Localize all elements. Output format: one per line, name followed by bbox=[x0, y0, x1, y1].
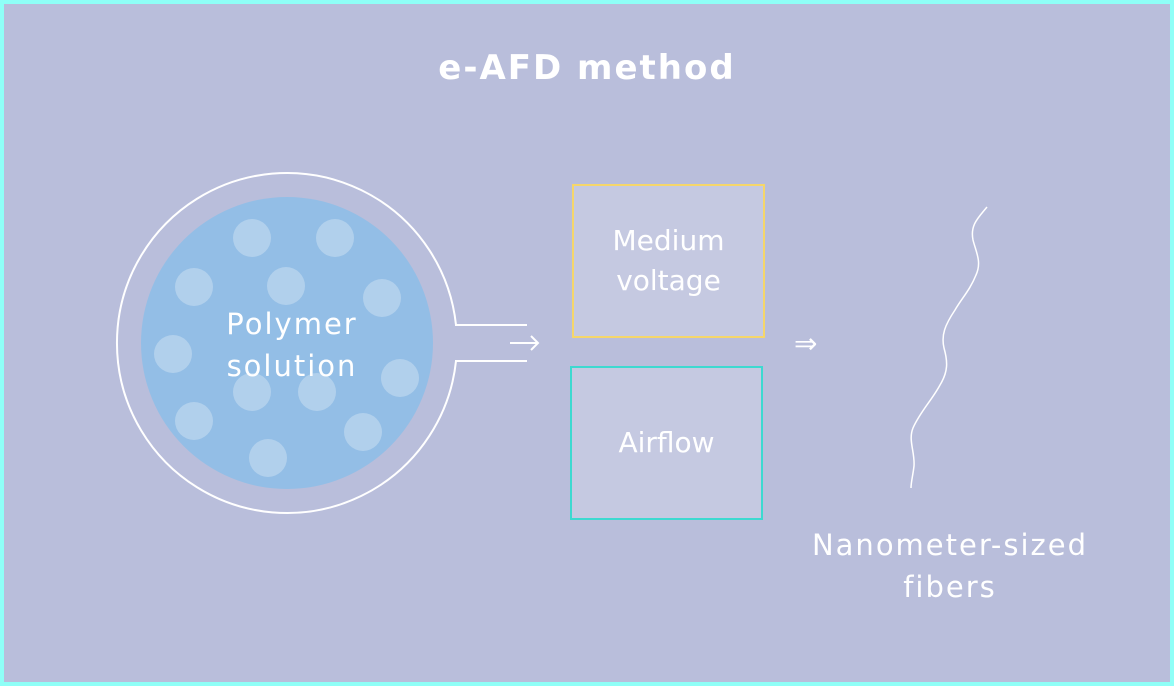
polymer-solution-label: Polymer solution bbox=[192, 303, 392, 387]
particle bbox=[175, 402, 213, 440]
particle bbox=[316, 219, 354, 257]
fibers-label-line1: Nanometer-sized bbox=[811, 528, 1089, 562]
particle bbox=[175, 268, 213, 306]
voltage-label-line1: Medium bbox=[612, 224, 725, 257]
particle bbox=[344, 413, 382, 451]
fibers-label-line2: fibers bbox=[903, 570, 997, 604]
vessel-outline bbox=[116, 172, 457, 514]
airflow-label: Airflow bbox=[618, 426, 715, 459]
particle bbox=[267, 267, 305, 305]
particle bbox=[233, 373, 271, 411]
particles-group bbox=[154, 219, 419, 477]
polymer-label-line2: solution bbox=[226, 349, 358, 383]
diagram-title: e-AFD method bbox=[438, 48, 736, 88]
polymer-label-line1: Polymer bbox=[226, 307, 358, 341]
airflow-box: Airflow bbox=[570, 366, 763, 520]
fiber-strand bbox=[910, 206, 988, 489]
flow-arrow-icon bbox=[510, 335, 540, 351]
particle bbox=[249, 439, 287, 477]
particle bbox=[154, 335, 192, 373]
double-arrow-icon: ⇒ bbox=[794, 327, 818, 360]
particle bbox=[298, 373, 336, 411]
particle bbox=[233, 219, 271, 257]
voltage-label-line2: voltage bbox=[616, 264, 721, 297]
particle bbox=[363, 279, 401, 317]
particle bbox=[381, 359, 419, 397]
nanofibers-label: Nanometer-sized fibers bbox=[790, 524, 1110, 608]
medium-voltage-box: Medium voltage bbox=[572, 184, 765, 338]
